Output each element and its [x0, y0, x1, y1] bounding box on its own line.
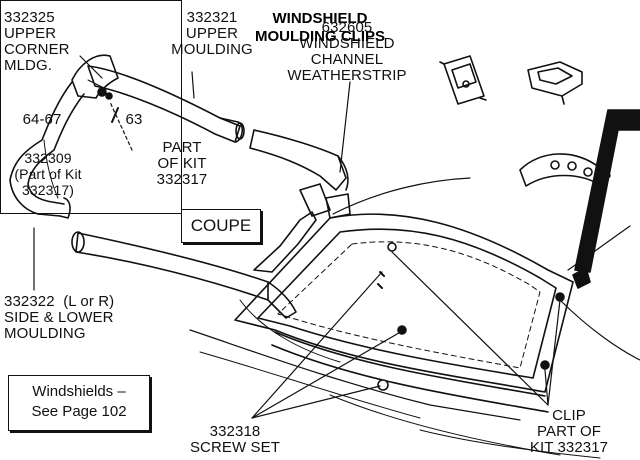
clip-64-67-label: 64-67: [22, 111, 62, 128]
clip-332309-label: 332309 (Part of Kit 332317): [14, 150, 82, 198]
moulding-clips-panel: WINDSHIELD MOULDING CLIPS 64-67 63 33230…: [0, 0, 385, 214]
clip-64-67-icon: [439, 55, 487, 105]
label-part-of-kit: PART OF KIT 332317: [156, 139, 208, 188]
label-clip-part-of-kit: CLIP PART OF KIT 332317: [529, 407, 609, 456]
label-upper-moulding: 332321 UPPER MOULDING: [171, 9, 253, 58]
leader-lines: [33, 55, 561, 419]
clip-63-label: 63: [125, 111, 143, 128]
label-screw-set: 332318 SCREW SET: [189, 423, 281, 456]
windshields-reference-box: Windshields – See Page 102: [8, 375, 150, 431]
clip-illustrations: [439, 55, 611, 187]
windshields-line-1: Windshields –: [32, 383, 126, 400]
windshields-line-2: See Page 102: [31, 403, 127, 420]
moulding-assembly: [9, 54, 351, 319]
clips-panel-title: WINDSHIELD MOULDING CLIPS: [255, 10, 385, 45]
clip-63-icon: [527, 61, 583, 105]
label-upper-corner-mldg: 332325 UPPER CORNER MLDG.: [4, 9, 70, 74]
label-side-lower-moulding: 332322 (L or R) SIDE & LOWER MOULDING: [4, 293, 115, 342]
clip-332309-icon: [519, 153, 611, 187]
label-channel-weatherstrip: 632605 WINDSHIELD CHANNEL WEATHERSTRIP: [287, 19, 407, 84]
windshield-and-body: [189, 109, 640, 459]
coupe-box: COUPE: [181, 209, 261, 243]
